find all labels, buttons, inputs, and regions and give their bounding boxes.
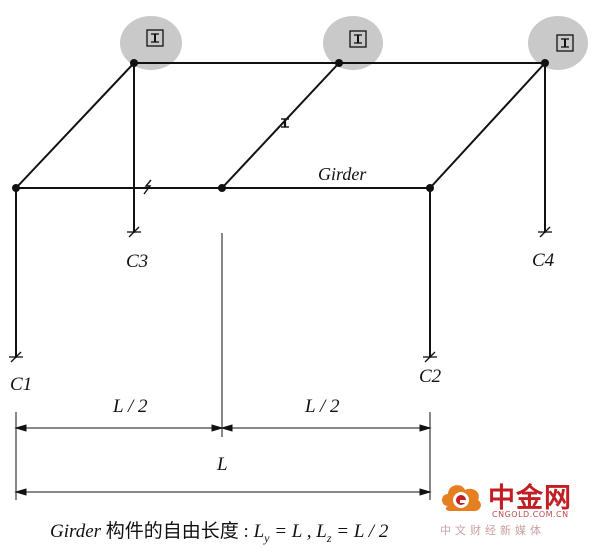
caption-ly-rhs: = L , — [269, 521, 317, 542]
watermark-brand-cn: 中金网 — [488, 483, 572, 514]
ibeam-mark-girder — [143, 179, 152, 195]
column-label-c4: C4 — [532, 250, 555, 271]
left-side-beam — [15, 62, 135, 189]
column-label-c2: C2 — [419, 366, 442, 387]
support-c4-hatch — [539, 226, 551, 238]
dim-label-full: L — [216, 454, 228, 475]
ibeam-mark-secondary-beam — [281, 118, 289, 128]
joint-back-left — [130, 59, 138, 67]
dim-arrow-half-right-start — [220, 424, 233, 432]
ibeam-section-icon-middle — [349, 30, 367, 48]
highlight-blob-right — [528, 16, 588, 70]
support-c2-hatch — [424, 351, 436, 363]
highlight-blob-left — [120, 16, 182, 70]
ibeam-section-icon-left — [146, 29, 164, 47]
caption-lz-var: L — [316, 521, 327, 542]
dim-arrow-half-right-end — [419, 424, 432, 432]
dim-arrow-half-left-start — [14, 424, 27, 432]
caption-ly-sub: y — [264, 530, 270, 545]
right-side-beam — [429, 62, 546, 189]
caption-lz-rhs: = L / 2 — [331, 521, 389, 542]
dim-label-half-left: L / 2 — [112, 396, 148, 417]
joint-back-right — [541, 59, 549, 67]
girder-label: Girder — [318, 164, 367, 184]
joint-front-middle — [218, 184, 226, 192]
dim-arrow-full-start — [14, 488, 27, 496]
column-label-c1: C1 — [10, 374, 32, 395]
caption-member: Girder — [50, 521, 102, 542]
watermark: 中金网 CNGOLD.COM.CN 中文财经新媒体 — [436, 474, 592, 540]
ibeam-section-icon-right — [556, 34, 574, 52]
brand-logo-icon — [442, 485, 481, 512]
dim-arrow-half-left-end — [211, 424, 224, 432]
caption-ly-var: L — [253, 521, 265, 542]
support-c1-hatch — [10, 351, 22, 363]
dim-label-half-right: L / 2 — [304, 396, 340, 417]
support-c3-hatch — [128, 226, 140, 238]
highlight-blob-middle — [323, 16, 383, 70]
dim-arrow-full-end — [419, 488, 432, 496]
caption-lz-sub: z — [326, 530, 332, 545]
joint-front-left — [12, 184, 20, 192]
joint-back-middle — [335, 59, 343, 67]
column-label-c3: C3 — [126, 251, 148, 272]
joint-front-right — [426, 184, 434, 192]
caption: Girder 构件的自由长度 : Ly = L , Lz = L / 2 — [50, 516, 470, 545]
caption-text: 构件的自由长度 : — [101, 521, 249, 542]
watermark-tagline: 中文财经新媒体 — [440, 524, 545, 537]
middle-secondary-beam — [221, 62, 340, 189]
watermark-brand-en: CNGOLD.COM.CN — [492, 510, 569, 519]
